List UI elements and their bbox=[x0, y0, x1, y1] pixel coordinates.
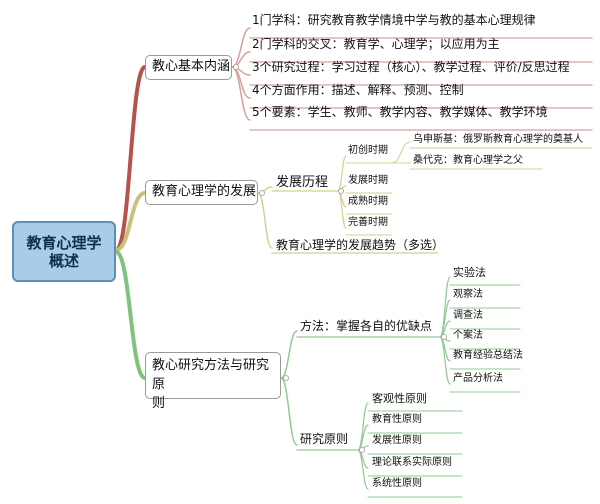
collapse-toggle[interactable] bbox=[441, 334, 447, 340]
methods-label: 方法：掌握各自的优缺点 bbox=[300, 319, 433, 333]
principle-item[interactable]: 教育性原则 bbox=[372, 414, 422, 426]
method-label: 个案法 bbox=[453, 330, 483, 341]
principle-item[interactable]: 发展性原则 bbox=[372, 435, 422, 447]
collapse-toggle[interactable] bbox=[259, 190, 265, 196]
branch-methods-principles[interactable]: 教心研究方法与研究原 则 bbox=[145, 352, 281, 411]
trend-label: 教育心理学的发展趋势（多选） bbox=[276, 238, 445, 252]
principle-label: 系统性原则 bbox=[372, 478, 422, 489]
principle-item[interactable]: 理论联系实际原则 bbox=[372, 457, 452, 469]
root-title-line2: 概述 bbox=[48, 251, 79, 270]
method-label: 观察法 bbox=[453, 289, 483, 300]
principle-label: 教育性原则 bbox=[372, 414, 422, 425]
founder-label: 乌申斯基：俄罗斯教育心理学的奠基人 bbox=[413, 134, 583, 145]
founder-label: 桑代克：教育心理学之父 bbox=[413, 155, 523, 166]
root-node[interactable]: 教育心理学 概述 bbox=[12, 221, 116, 282]
connotation-item-text: 1门学科：研究教育教学情境中学与教的基本心理规律 bbox=[252, 13, 536, 27]
collapse-toggle[interactable] bbox=[359, 447, 365, 453]
method-label: 调查法 bbox=[453, 310, 483, 321]
method-item[interactable]: 调查法 bbox=[453, 310, 483, 322]
history-label: 发展历程 bbox=[276, 175, 329, 190]
trend-node[interactable]: 教育心理学的发展趋势（多选） bbox=[276, 238, 444, 252]
branch-methods-label-line2: 则 bbox=[152, 396, 166, 411]
connotation-item-text: 2门学科的交叉：教育学、心理学；以应用为主 bbox=[252, 37, 500, 51]
founder-node[interactable]: 桑代克：教育心理学之父 bbox=[413, 155, 523, 167]
stage-label: 初创时期 bbox=[348, 145, 388, 156]
branch-basic-connotation[interactable]: 教心基本内涵 bbox=[145, 55, 232, 80]
stage-node[interactable]: 初创时期 bbox=[348, 145, 388, 157]
stage-label: 成熟时期 bbox=[348, 196, 388, 207]
link-root-branch3 bbox=[114, 250, 147, 380]
principle-label: 理论联系实际原则 bbox=[372, 457, 452, 468]
principle-label: 客观性原则 bbox=[372, 392, 427, 405]
stage-label: 发展时期 bbox=[348, 175, 388, 186]
link-root-branch1 bbox=[114, 65, 147, 252]
history-node[interactable]: 发展历程 bbox=[276, 175, 328, 191]
stage-label: 完善时期 bbox=[348, 217, 388, 228]
principles-node[interactable]: 研究原则 bbox=[300, 432, 348, 446]
stage-node[interactable]: 成熟时期 bbox=[348, 196, 388, 208]
method-label: 实验法 bbox=[453, 266, 486, 279]
connotation-item-text: 3个研究过程：学习过程（核心）、教学过程、评价/反思过程 bbox=[252, 60, 570, 74]
connotation-item[interactable]: 3个研究过程：学习过程（核心）、教学过程、评价/反思过程 bbox=[252, 60, 570, 74]
link-method bbox=[439, 336, 451, 385]
branch-development[interactable]: 教育心理学的发展 bbox=[145, 180, 258, 205]
method-item[interactable]: 实验法 bbox=[453, 266, 486, 279]
connotation-item-text: 5个要素：学生、教师、教学内容、教学媒体、教学环境 bbox=[252, 105, 548, 119]
collapse-toggle[interactable] bbox=[338, 188, 344, 194]
principle-item[interactable]: 系统性原则 bbox=[372, 478, 422, 490]
method-label: 产品分析法 bbox=[453, 373, 503, 384]
branch-methods-label-line1: 教心研究方法与研究原 bbox=[152, 358, 270, 392]
methods-node[interactable]: 方法：掌握各自的优缺点 bbox=[300, 319, 432, 333]
method-item[interactable]: 产品分析法 bbox=[453, 373, 503, 385]
branch-development-label: 教育心理学的发展 bbox=[152, 184, 257, 199]
connotation-item-text: 4个方面作用：描述、解释、预测、控制 bbox=[252, 83, 464, 97]
connotation-item[interactable]: 1门学科：研究教育教学情境中学与教的基本心理规律 bbox=[252, 13, 536, 27]
method-label: 教育经验总结法 bbox=[453, 350, 523, 361]
link-connotation bbox=[231, 27, 251, 68]
principle-item[interactable]: 客观性原则 bbox=[372, 392, 427, 405]
connotation-item[interactable]: 5个要素：学生、教师、教学内容、教学媒体、教学环境 bbox=[252, 105, 548, 119]
stage-node[interactable]: 完善时期 bbox=[348, 217, 388, 229]
link-stage bbox=[337, 190, 347, 229]
principles-label: 研究原则 bbox=[300, 432, 349, 446]
founder-node[interactable]: 乌申斯基：俄罗斯教育心理学的奠基人 bbox=[413, 134, 583, 146]
link-trend bbox=[257, 192, 273, 249]
branch-basic-connotation-label: 教心基本内涵 bbox=[152, 59, 231, 74]
stage-node[interactable]: 发展时期 bbox=[348, 175, 388, 187]
link-principle bbox=[357, 449, 369, 490]
principle-label: 发展性原则 bbox=[372, 435, 422, 446]
collapse-toggle[interactable] bbox=[283, 375, 289, 381]
root-title-line1: 教育心理学 bbox=[26, 233, 102, 252]
link-root-branch2 bbox=[114, 191, 147, 252]
method-item[interactable]: 教育经验总结法 bbox=[453, 350, 523, 362]
method-item[interactable]: 观察法 bbox=[453, 289, 483, 301]
link-principles bbox=[280, 377, 298, 446]
collapse-toggle[interactable] bbox=[233, 64, 239, 70]
link-methods bbox=[280, 330, 298, 379]
connotation-item[interactable]: 2门学科的交叉：教育学、心理学；以应用为主 bbox=[252, 37, 500, 51]
method-item[interactable]: 个案法 bbox=[453, 330, 483, 342]
connotation-item[interactable]: 4个方面作用：描述、解释、预测、控制 bbox=[252, 83, 464, 97]
link-founder bbox=[391, 141, 411, 164]
